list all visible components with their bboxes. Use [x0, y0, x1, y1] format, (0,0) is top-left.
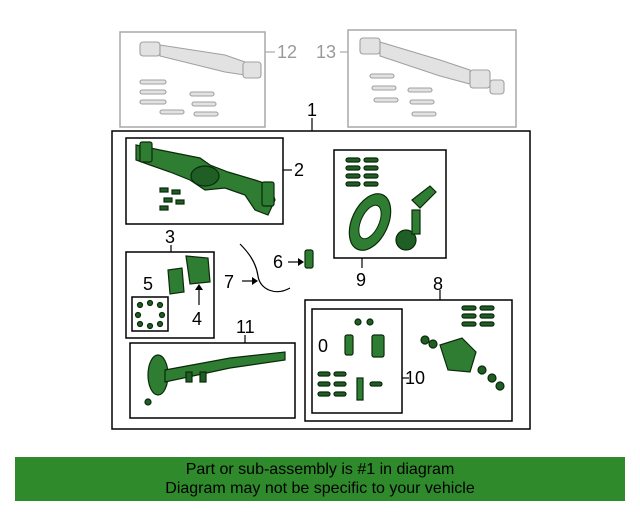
- callout-1: 1: [307, 100, 317, 120]
- banner-line-1: Part or sub-assembly is #1 in diagram: [185, 461, 455, 478]
- differential-gear-kit: 10 0: [311, 308, 425, 414]
- axle-shaft: 11: [129, 317, 296, 419]
- banner-line-2: Diagram may not be specific to your vehi…: [165, 480, 475, 497]
- callout-8: 8: [433, 274, 443, 294]
- callout-3: 3: [165, 227, 175, 247]
- callout-11: 11: [236, 317, 255, 337]
- callout-2: 2: [294, 160, 304, 180]
- callout-7: 7: [224, 272, 234, 292]
- ring-and-pinion: 9: [333, 149, 447, 290]
- drive-shaft-front-faded: 12: [119, 31, 297, 128]
- callout-6: 6: [273, 252, 283, 272]
- callout-10: 10: [405, 368, 425, 388]
- fitment-notice-banner: Part or sub-assembly is #1 in diagram Di…: [15, 457, 625, 501]
- callout-0: 0: [318, 336, 328, 356]
- axle-assembly-box: 1: [111, 100, 531, 430]
- vent-fitting: 6: [273, 249, 314, 272]
- callout-5: 5: [143, 274, 153, 294]
- callout-4: 4: [192, 309, 202, 329]
- drive-shaft-rear-faded: 13: [316, 29, 517, 128]
- axle-housing: 2: [125, 137, 304, 225]
- callout-13: 13: [316, 42, 336, 62]
- vent-hose: 7: [224, 243, 291, 293]
- differential-cover: 3 4 5: [125, 227, 215, 339]
- differential-carrier: 8: [304, 274, 513, 422]
- parts-diagram: 12 13: [111, 29, 531, 430]
- callout-12: 12: [277, 42, 297, 62]
- callout-9: 9: [356, 270, 366, 290]
